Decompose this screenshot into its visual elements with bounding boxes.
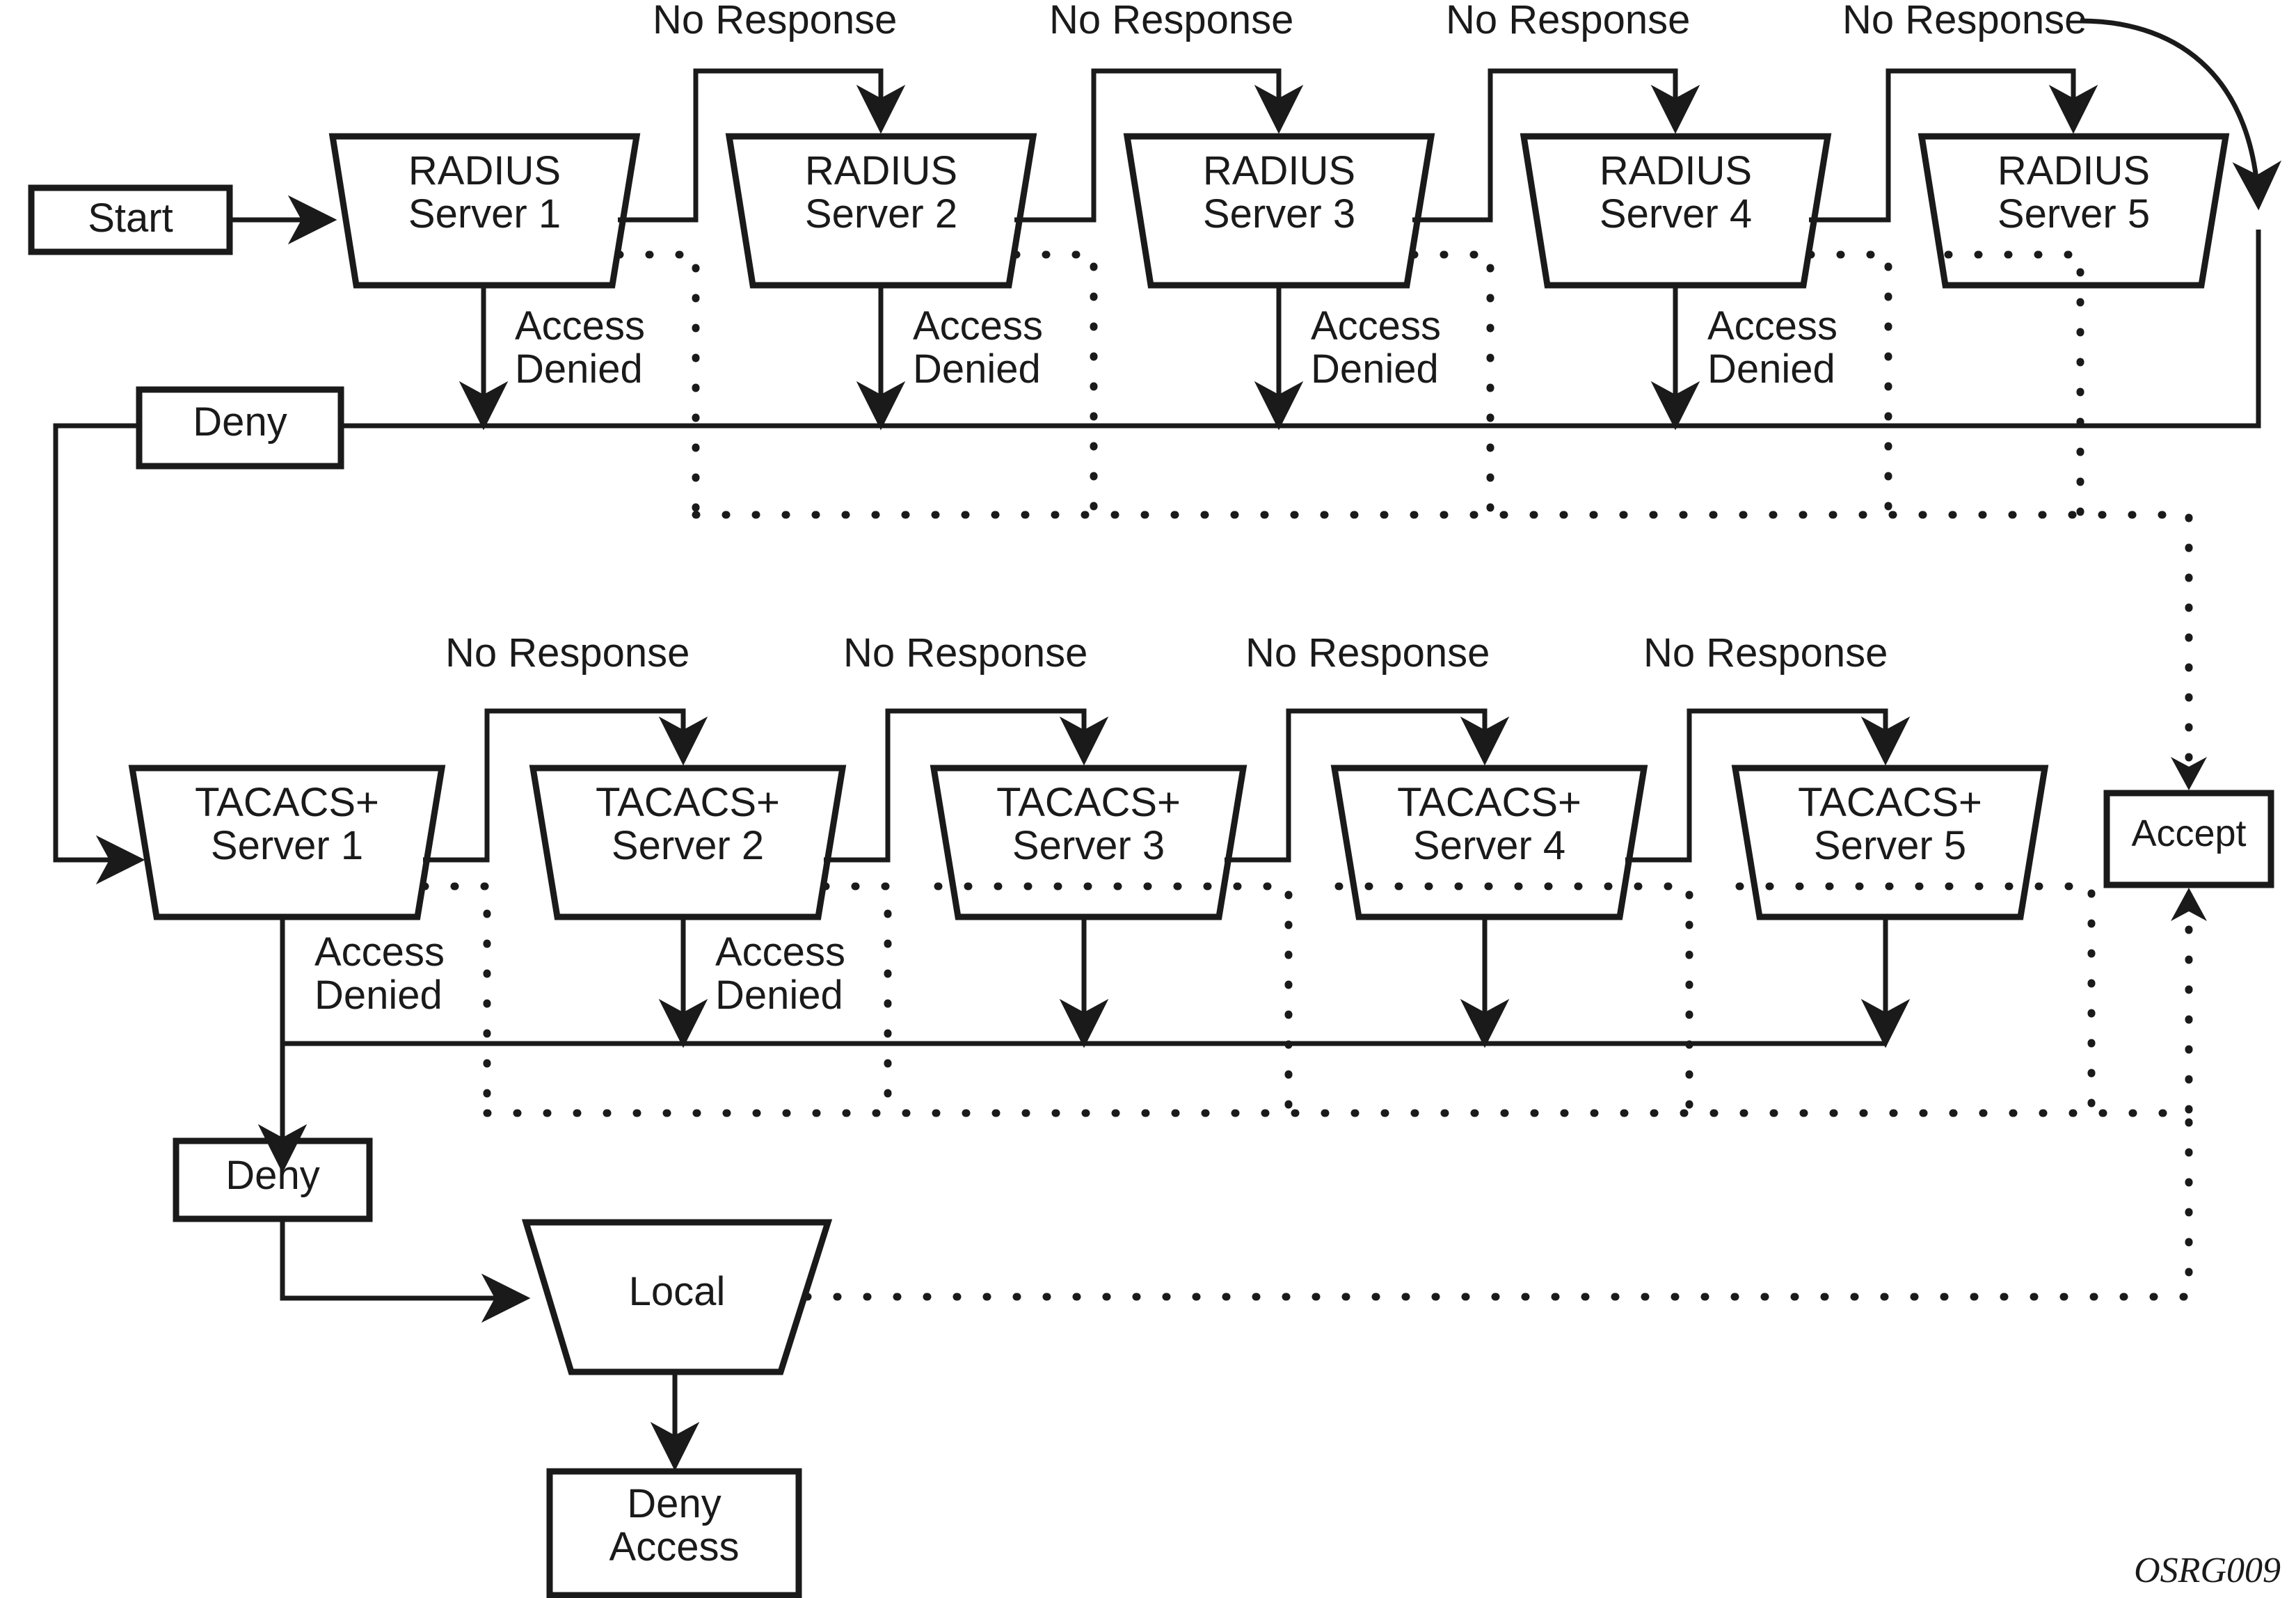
arrowhead-accept-bottom — [2171, 888, 2207, 921]
edge-label-radius-access-denied-1: Access Denied — [515, 303, 645, 392]
shape-radius-server-5 — [1918, 133, 2230, 289]
edge-label-tacacs-access-denied-1: Access Denied — [314, 929, 445, 1018]
edge-deny-radius-to-tacacs1 — [53, 423, 145, 885]
dotted-rail-radius — [692, 511, 2193, 772]
edge-label-radius-access-denied-2: Access Denied — [913, 303, 1043, 392]
shape-tacacs-server-4 — [1330, 765, 1648, 920]
edge-label-tacacs-no-response-3: No Response — [1245, 630, 1490, 676]
edge-tacacs2-no-response — [824, 708, 1109, 863]
dotted-accept-connectors — [420, 250, 2193, 1301]
edge-label-radius-no-response-4: No Response — [1842, 0, 2087, 42]
edge-tacacs3-accept — [934, 882, 1293, 1117]
shape-radius-server-3 — [1123, 133, 1435, 289]
shape-tacacs-server-3 — [930, 765, 1247, 920]
shape-radius-server-2 — [725, 133, 1037, 289]
edge-radius4-no-response — [1809, 68, 2098, 223]
edge-tacacs2-accept — [821, 882, 892, 1117]
edge-radius5-accept — [1944, 250, 2084, 519]
edge-tacacs3-no-response — [1225, 708, 1510, 863]
edge-radius1-no-response — [618, 68, 906, 223]
edge-label-radius-no-response-3: No Response — [1446, 0, 1691, 42]
shape-start — [28, 184, 233, 255]
edge-radius3-no-response — [1412, 68, 1700, 223]
edge-label-tacacs-access-denied-2: Access Denied — [715, 929, 845, 1018]
edge-label-radius-access-denied-4: Access Denied — [1707, 303, 1837, 392]
edge-radius2-no-response — [1014, 68, 1304, 223]
edge-tacacs4-no-response — [1625, 708, 1911, 863]
edge-tacacs1-no-response — [423, 708, 708, 863]
edge-deny-tacacs-to-local — [280, 1219, 531, 1323]
shape-local — [521, 1219, 833, 1375]
edge-radius5-no-response-tail — [340, 230, 2261, 429]
dotted-arrowheads — [2171, 757, 2207, 921]
edge-label-radius-access-denied-3: Access Denied — [1311, 303, 1441, 392]
shape-deny-radius — [136, 386, 344, 470]
solid-connectors — [28, 18, 2282, 1598]
edge-label-tacacs-no-response-2: No Response — [843, 630, 1088, 676]
dotted-rail-tacacs — [483, 913, 2193, 1117]
shape-radius-server-4 — [1520, 133, 1832, 289]
shape-deny-tacacs — [173, 1137, 373, 1222]
edge-label-radius-no-response-1: No Response — [653, 0, 898, 42]
edge-label-tacacs-no-response-1: No Response — [445, 630, 690, 676]
edge-tacacs5-accept — [1735, 882, 2096, 1117]
shape-tacacs-server-2 — [529, 765, 847, 920]
shape-tacacs-server-5 — [1731, 765, 2049, 920]
edge-tacacs1-accept — [420, 882, 491, 1117]
shape-deny-access — [546, 1468, 802, 1598]
edge-label-tacacs-no-response-4: No Response — [1643, 630, 1888, 676]
edge-radius5-no-response-curve — [2080, 18, 2282, 211]
arrowhead-accept-top — [2171, 757, 2207, 790]
edge-label-radius-no-response-2: No Response — [1049, 0, 1294, 42]
shape-tacacs-server-1 — [128, 765, 446, 920]
shape-radius-server-1 — [328, 133, 641, 289]
edge-tacacs4-accept — [1334, 882, 1693, 1117]
shape-accept — [2103, 790, 2274, 888]
figure-id-label: OSRG009 — [2134, 1551, 2281, 1590]
edge-local-accept — [803, 1116, 2193, 1301]
